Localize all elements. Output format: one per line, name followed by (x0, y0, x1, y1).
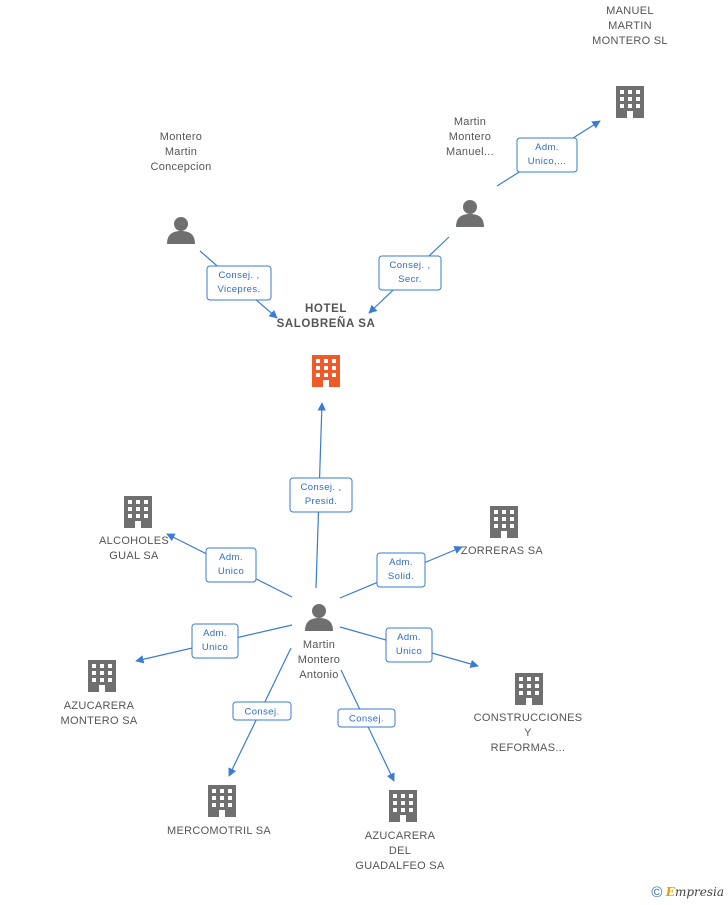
edge-label-martin_montero_antonio-to-mercomotril[interactable]: Consej. (232, 701, 292, 721)
edge-label-box (337, 708, 396, 728)
copyright-icon: © (651, 884, 663, 901)
edge-label-martin_montero_antonio-to-hotel[interactable]: Consej. , Presid. (289, 477, 353, 513)
node-label-manuel_martin_montero_sl: MONTERO SL (592, 35, 668, 47)
edge-label-text: Unico (202, 642, 228, 653)
node-label-alcoholes_gual: GUAL SA (109, 550, 159, 562)
node-label-martin_montero_antonio: Montero (298, 654, 340, 666)
person-icon (305, 604, 333, 631)
node-label-alcoholes_gual: ALCOHOLES (99, 535, 169, 547)
edge-label-text: Consej. , (218, 270, 259, 281)
building-icon (88, 660, 116, 692)
edge-label-text: Secr. (398, 274, 422, 285)
node-label-hotel: HOTEL (305, 303, 347, 315)
edge-label-text: Adm. (203, 628, 227, 639)
brand-name: mpresia (674, 885, 724, 899)
edge-label-text: Unico (218, 566, 244, 577)
node-label-hotel: SALOBREÑA SA (277, 317, 376, 330)
node-label-montero_martin_concepcion: Martin (165, 146, 197, 158)
edge-label-text: Presid. (305, 496, 337, 507)
edge-label-martin_montero_antonio-to-zorreras[interactable]: Adm. Solid. (376, 552, 426, 588)
node-zorreras[interactable]: ZORRERAS SA (461, 506, 544, 557)
node-label-azucarera_guadalfeo: DEL (389, 845, 411, 857)
node-label-azucarera_guadalfeo: AZUCARERA (365, 830, 436, 842)
node-label-montero_martin_concepcion: Concepcion (150, 161, 211, 173)
edge-label-martin_montero_antonio-to-azucarera_montero[interactable]: Adm. Unico (191, 623, 239, 659)
building-icon (389, 790, 417, 822)
edge-label-box (206, 265, 272, 301)
node-label-construcciones: Y (524, 727, 532, 739)
node-azucarera_guadalfeo[interactable]: AZUCARERA DEL GUADALFEO SA (355, 790, 445, 872)
edge-label-text: Unico,... (528, 156, 566, 167)
person-icon (456, 200, 484, 227)
edge-label-box (191, 623, 239, 659)
building-icon (312, 355, 340, 387)
edge-label-box (205, 547, 257, 583)
edge-label-text: Consej. (349, 714, 384, 725)
node-label-mercomotril: MERCOMOTRIL SA (167, 825, 271, 837)
edge-label-text: Consej. , (389, 260, 430, 271)
edge-label-box (378, 255, 442, 291)
node-label-azucarera_montero: MONTERO SA (61, 715, 138, 727)
edge-label-martin_montero_manuel-to-manuel_martin_montero_sl[interactable]: Adm. Unico,... (516, 137, 578, 173)
node-hotel[interactable]: HOTEL SALOBREÑA SA (277, 303, 376, 387)
node-martin_montero_manuel[interactable]: MartinMonteroManuel... (446, 116, 494, 227)
node-label-martin_montero_manuel: Manuel... (446, 146, 494, 158)
edge-label-box (385, 627, 433, 663)
node-label-montero_martin_concepcion: Montero (160, 131, 202, 143)
person-icon (167, 217, 195, 244)
edge-label-text: Adm. (535, 142, 559, 153)
edges-layer: Adm.Unico,...Consej. ,Vicepres.Consej. ,… (135, 120, 601, 782)
empresia-watermark: © Empresia (651, 884, 724, 901)
edge-label-text: Adm. (219, 552, 243, 563)
building-icon (515, 673, 543, 705)
edge-label-text: Adm. (389, 557, 413, 568)
edge-label-text: Adm. (397, 632, 421, 643)
edge-label-box (232, 701, 292, 721)
edge-label-text: Solid. (388, 571, 414, 582)
edge-label-box (289, 477, 353, 513)
node-label-construcciones: REFORMAS... (491, 742, 566, 754)
node-construcciones[interactable]: CONSTRUCCIONES Y REFORMAS... (474, 673, 583, 754)
building-icon (490, 506, 518, 538)
node-label-martin_montero_antonio: Martin (303, 639, 335, 651)
brand-initial: E (665, 885, 675, 899)
node-manuel_martin_montero_sl[interactable]: MANUEL MARTIN MONTERO SL (592, 5, 668, 118)
node-label-martin_montero_antonio: Antonio (299, 669, 338, 681)
edge-label-martin_montero_antonio-to-alcoholes_gual[interactable]: Adm. Unico (205, 547, 257, 583)
node-label-azucarera_guadalfeo: GUADALFEO SA (355, 860, 445, 872)
edge-label-text: Vicepres. (217, 284, 260, 295)
edge-label-martin_montero_manuel-to-hotel[interactable]: Consej. , Secr. (378, 255, 442, 291)
edge-label-box (516, 137, 578, 173)
node-mercomotril[interactable]: MERCOMOTRIL SA (167, 785, 271, 837)
building-icon (124, 496, 152, 528)
node-label-martin_montero_manuel: Montero (449, 131, 491, 143)
node-alcoholes_gual[interactable]: ALCOHOLES GUAL SA (99, 496, 169, 562)
node-label-construcciones: CONSTRUCCIONES (474, 712, 583, 724)
edge-label-martin_montero_antonio-to-construcciones[interactable]: Adm. Unico (385, 627, 433, 663)
node-label-martin_montero_manuel: Martin (454, 116, 486, 128)
edge-label-montero_martin_concepcion-to-hotel[interactable]: Consej. , Vicepres. (206, 265, 272, 301)
node-label-manuel_martin_montero_sl: MANUEL (606, 5, 654, 17)
edge-label-text: Consej. , (300, 482, 341, 493)
edge-label-box (376, 552, 426, 588)
node-label-zorreras: ZORRERAS SA (461, 545, 544, 557)
building-icon (616, 86, 644, 118)
edge-label-text: Consej. (244, 707, 279, 718)
edge-label-martin_montero_antonio-to-azucarera_guadalfeo[interactable]: Consej. (337, 708, 396, 728)
node-label-azucarera_montero: AZUCARERA (64, 700, 135, 712)
building-icon (208, 785, 236, 817)
node-azucarera_montero[interactable]: AZUCARERA MONTERO SA (61, 660, 138, 727)
edge-label-text: Unico (396, 646, 422, 657)
node-label-manuel_martin_montero_sl: MARTIN (608, 20, 652, 32)
